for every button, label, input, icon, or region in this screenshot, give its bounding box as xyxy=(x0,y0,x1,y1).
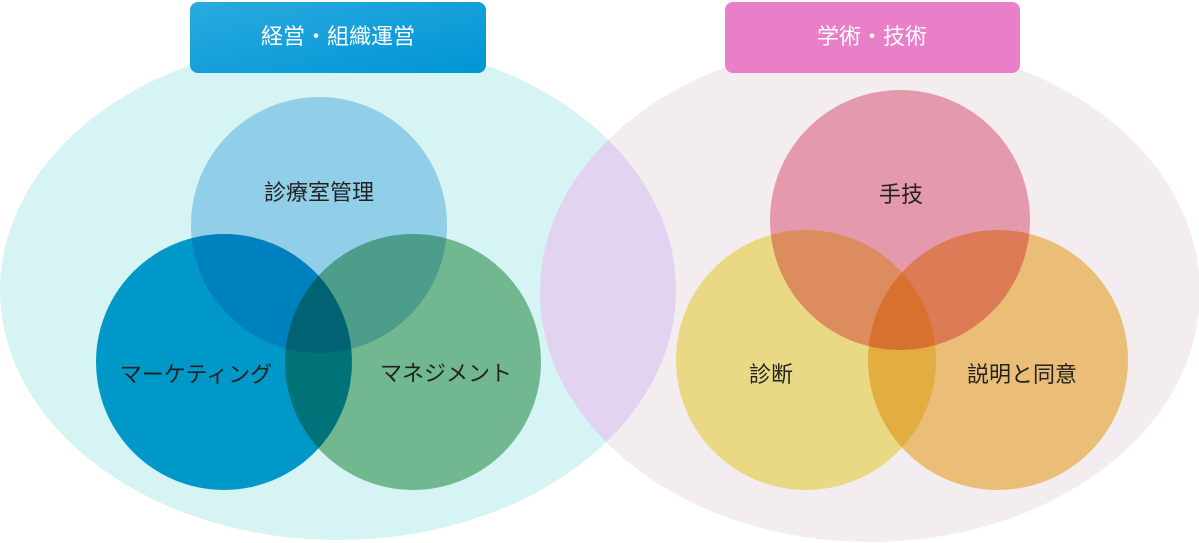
label-technique: 手技 xyxy=(879,183,923,208)
label-marketing: マーケティング xyxy=(120,363,272,388)
management-group-header xyxy=(190,2,486,73)
label-informed-consent: 説明と同意 xyxy=(967,363,1077,388)
circle-informed-consent xyxy=(868,230,1128,490)
circle-marketing xyxy=(96,234,352,490)
academic-group-header xyxy=(725,2,1020,73)
circle-management xyxy=(285,234,541,490)
management-group-title: 経営・組織運営 xyxy=(261,25,415,50)
label-diagnosis: 診断 xyxy=(749,363,793,388)
label-clinic-management: 診療室管理 xyxy=(264,181,374,206)
label-management: マネジメント xyxy=(380,362,512,387)
circle-diagnosis xyxy=(676,230,936,490)
academic-group-title: 学術・技術 xyxy=(817,25,927,50)
